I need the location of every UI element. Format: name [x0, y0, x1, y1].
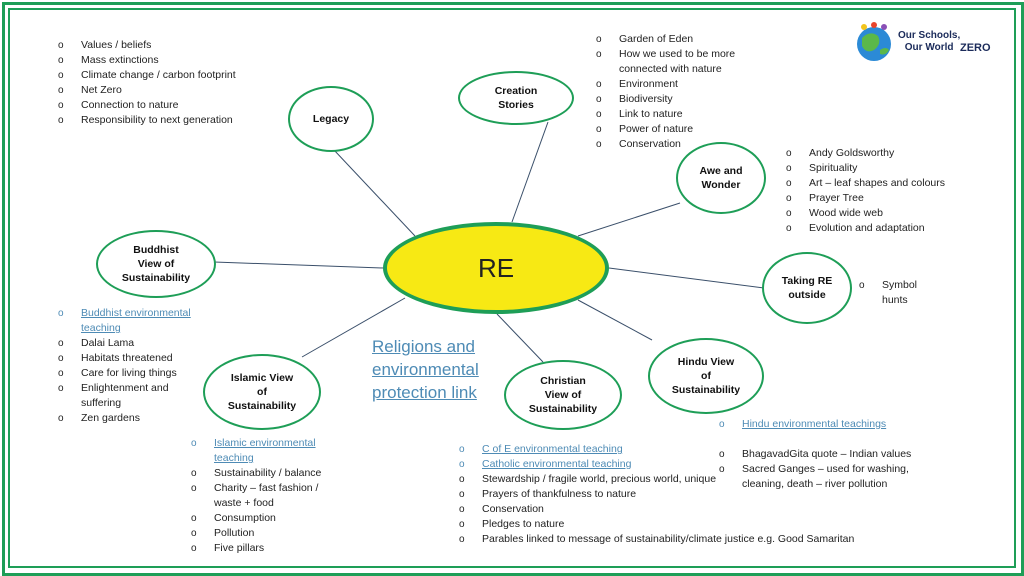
list-item: Link to nature [594, 107, 774, 122]
list-item: Symbol hunts [857, 278, 937, 308]
list-item: Art – leaf shapes and colours [784, 176, 984, 191]
islamic-list: Islamic environmental teachingSustainabi… [189, 436, 339, 556]
taking-re-list: Symbol hunts [857, 278, 937, 308]
legacy-list: Values / beliefsMass extinctionsClimate … [56, 38, 286, 128]
list-item[interactable]: Hindu environmental teachings [717, 417, 917, 432]
list-item[interactable]: Catholic environmental teaching [457, 457, 887, 472]
hindu-link-list: Hindu environmental teachings [717, 417, 917, 432]
list-item: Evolution and adaptation [784, 221, 984, 236]
list-item[interactable]: Buddhist environmental teaching [56, 306, 206, 336]
list-item: Sacred Ganges – used for washing, cleani… [717, 462, 927, 492]
list-item: Habitats threatened [56, 351, 206, 366]
inner-frame [8, 8, 1016, 568]
list-item: Enlightenment and suffering [56, 381, 206, 411]
buddhist-list: Buddhist environmental teachingDalai Lam… [56, 306, 206, 426]
list-item: BhagavadGita quote – Indian values [717, 447, 927, 462]
list-item: Five pillars [189, 541, 339, 556]
list-item: Net Zero [56, 83, 286, 98]
node-islamic-view: Islamic View of Sustainability [203, 354, 321, 430]
globe-icon [857, 22, 891, 61]
list-item: Mass extinctions [56, 53, 286, 68]
list-item: Pollution [189, 526, 339, 541]
list-item: How we used to be more connected with na… [594, 47, 774, 77]
list-item: Pledges to nature [457, 517, 887, 532]
logo-text: Our Schools, Our World [898, 30, 961, 53]
list-item: Environment [594, 77, 774, 92]
node-legacy: Legacy [288, 86, 374, 152]
list-item: Climate change / carbon footprint [56, 68, 286, 83]
list-item: Dalai Lama [56, 336, 206, 351]
list-item: Power of nature [594, 122, 774, 137]
center-node-re: RE [383, 222, 609, 314]
line-creation [511, 121, 549, 223]
line-islamic [301, 297, 406, 358]
line-buddhist [213, 261, 384, 269]
list-item: Values / beliefs [56, 38, 286, 53]
list-item: Spirituality [784, 161, 984, 176]
creation-list: Garden of EdenHow we used to be more con… [594, 32, 774, 152]
awe-list: Andy GoldsworthySpiritualityArt – leaf s… [784, 146, 984, 236]
zero-badge: ZERO [960, 42, 991, 54]
list-item: Stewardship / fragile world, precious wo… [457, 472, 887, 487]
list-item: Parables linked to message of sustainabi… [457, 532, 887, 547]
list-item: Care for living things [56, 366, 206, 381]
list-item: Connection to nature [56, 98, 286, 113]
list-item: Conservation [457, 502, 887, 517]
line-christian [496, 313, 544, 363]
line-hindu [577, 299, 653, 341]
list-item[interactable]: C of E environmental teaching [457, 442, 887, 457]
list-item: Responsibility to next generation [56, 113, 286, 128]
node-taking-re-outside: Taking RE outside [762, 252, 852, 324]
hindu-list: BhagavadGita quote – Indian valuesSacred… [717, 447, 927, 492]
list-item: Prayer Tree [784, 191, 984, 206]
line-awe [577, 202, 681, 237]
our-schools-logo: Our Schools, Our World ZERO [852, 20, 1002, 66]
list-item: Prayers of thankfulness to nature [457, 487, 887, 502]
list-item: Garden of Eden [594, 32, 774, 47]
list-item: Wood wide web [784, 206, 984, 221]
node-buddhist-view: Buddhist View of Sustainability [96, 230, 216, 298]
node-creation-stories: Creation Stories [458, 71, 574, 125]
node-hindu-view: Hindu View of Sustainability [648, 338, 764, 414]
list-item[interactable]: Islamic environmental teaching [189, 436, 339, 466]
list-item: Charity – fast fashion / waste + food [189, 481, 339, 511]
node-awe-and-wonder: Awe and Wonder [676, 142, 766, 214]
line-legacy [333, 149, 416, 237]
list-item: Biodiversity [594, 92, 774, 107]
list-item: Conservation [594, 137, 774, 152]
list-item: Sustainability / balance [189, 466, 339, 481]
node-christian-view: Christian View of Sustainability [504, 360, 622, 430]
list-item: Zen gardens [56, 411, 206, 426]
list-item: Consumption [189, 511, 339, 526]
religions-environmental-link[interactable]: Religions and environmental protection l… [372, 337, 479, 402]
christian-list: C of E environmental teachingCatholic en… [457, 442, 887, 547]
list-item: Andy Goldsworthy [784, 146, 984, 161]
line-taking-re [608, 267, 765, 289]
